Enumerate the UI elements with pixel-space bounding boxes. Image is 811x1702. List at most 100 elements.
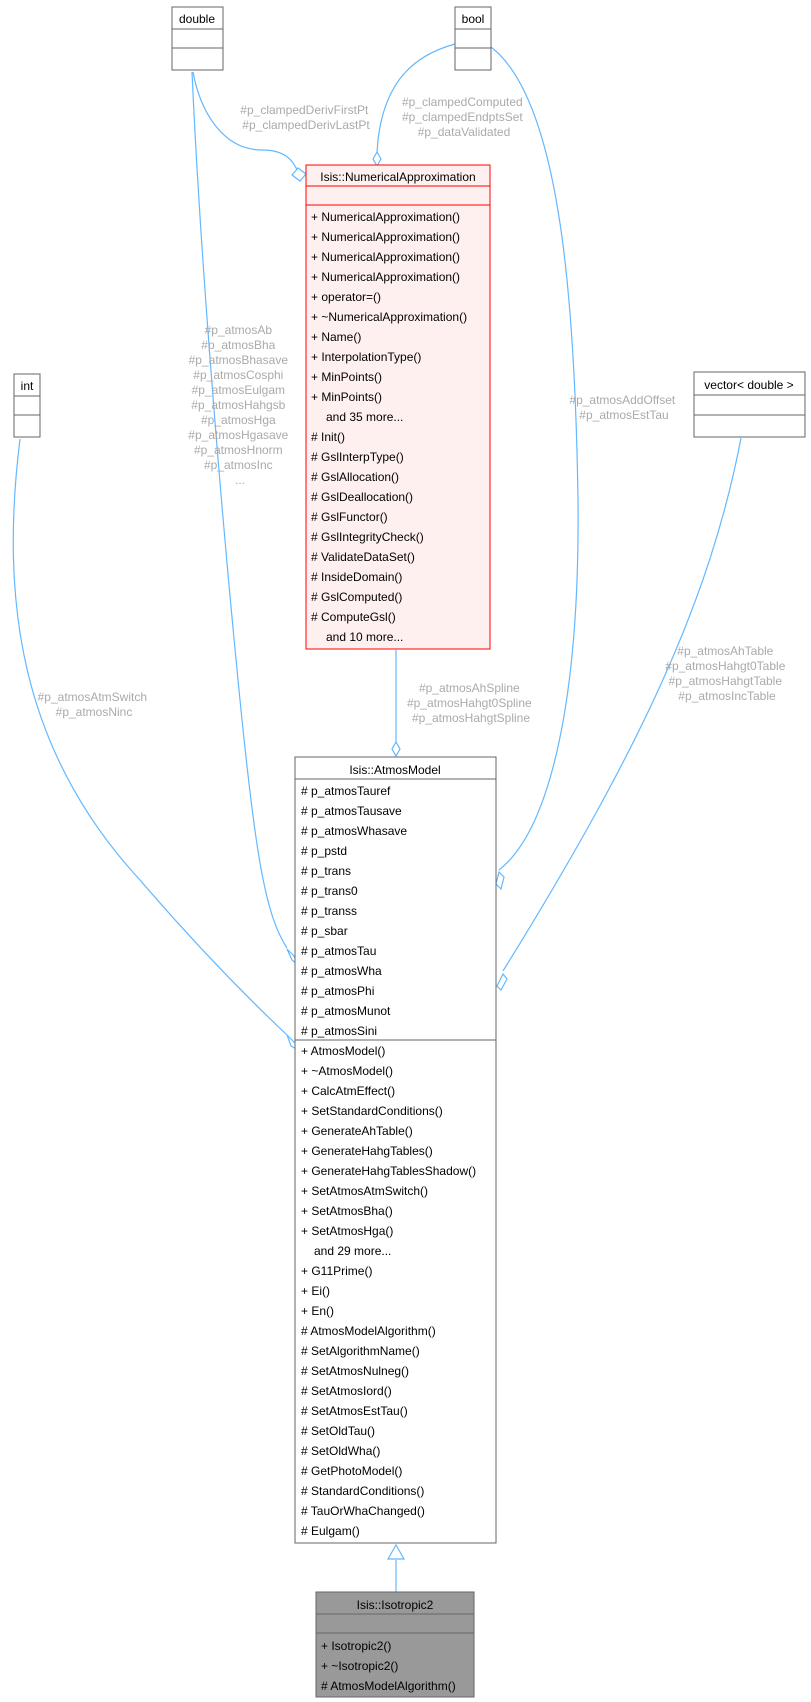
label-line: #p_atmosIncTable — [678, 689, 776, 703]
method: # SetAtmosEstTau() — [301, 1404, 408, 1418]
label-line: #p_atmosInc — [204, 458, 273, 472]
member: + ~NumericalApproximation() — [311, 310, 467, 324]
member: # ComputeGsl() — [311, 610, 396, 624]
label-numapprox-atmos: #p_atmosAhSpline #p_atmosHahgt0Spline #p… — [407, 681, 535, 725]
method: # Eulgam() — [301, 1524, 360, 1538]
diamond-numapprox-top — [372, 150, 382, 168]
method: # GetPhotoModel() — [301, 1464, 402, 1478]
attribute: # p_trans — [301, 864, 351, 878]
method: # SetAtmosIord() — [301, 1384, 392, 1398]
label-line: #p_atmosAhSpline — [419, 681, 520, 695]
class-box-numerical-approximation[interactable]: Isis::NumericalApproximation + Numerical… — [305, 164, 491, 650]
method: + Ei() — [301, 1284, 330, 1298]
class-title: Isis::NumericalApproximation — [320, 170, 475, 184]
label-line: #p_atmosAb — [205, 323, 273, 337]
attribute: # p_atmosPhi — [301, 984, 374, 998]
class-box-vector-double[interactable]: vector< double > — [693, 371, 806, 438]
label-line: #p_atmosBha — [201, 338, 275, 352]
method: + GenerateAhTable() — [301, 1124, 413, 1138]
method: + G11Prime() — [301, 1264, 372, 1278]
method: # SetAlgorithmName() — [301, 1344, 420, 1358]
edge-int-atmos — [12, 438, 288, 1036]
label-line: #p_atmosHnorm — [194, 443, 283, 457]
member: # GslInterpType() — [311, 450, 404, 464]
method: + AtmosModel() — [301, 1044, 385, 1058]
class-box-atmos-model[interactable]: Isis::AtmosModel # p_atmosTauref # p_atm… — [294, 756, 497, 1544]
member: + NumericalApproximation() — [311, 230, 460, 244]
edge-bool-numapprox — [376, 43, 456, 153]
member: and 35 more... — [326, 410, 403, 424]
member-list: + NumericalApproximation() + NumericalAp… — [311, 210, 470, 644]
class-title: int — [21, 379, 34, 393]
diamond-atmos-numapprox — [391, 740, 401, 758]
method: + GenerateHahgTablesShadow() — [301, 1164, 476, 1178]
method: # StandardConditions() — [301, 1484, 424, 1498]
class-title: vector< double > — [704, 378, 793, 392]
class-box-isotropic2[interactable]: Isis::Isotropic2 + Isotropic2() + ~Isotr… — [315, 1591, 475, 1698]
label-line: #p_atmosBhasave — [189, 353, 289, 367]
label-line: #p_atmosHahgsb — [191, 398, 285, 412]
label-double-atmos: #p_atmosAb #p_atmosBha #p_atmosBhasave #… — [188, 323, 291, 487]
attribute: # p_atmosSini — [301, 1024, 377, 1038]
method-list: + AtmosModel() + ~AtmosModel() + CalcAtm… — [301, 1044, 479, 1538]
label-line: #p_clampedDerivFirstPt — [240, 103, 369, 117]
member: + operator=() — [311, 290, 381, 304]
attribute: # p_transs — [301, 904, 357, 918]
method: and 29 more... — [314, 1244, 391, 1258]
class-title: Isis::Isotropic2 — [357, 1598, 434, 1612]
label-line: #p_atmosEstTau — [579, 408, 668, 422]
member: # GslAllocation() — [311, 470, 399, 484]
label-line: #p_atmosAddOffset — [569, 393, 676, 407]
attribute: # p_atmosTau — [301, 944, 376, 958]
member: + MinPoints() — [311, 390, 382, 404]
class-box-double[interactable]: double — [171, 6, 224, 71]
label-line: #p_atmosHgasave — [188, 428, 288, 442]
class-box-bool[interactable]: bool — [454, 6, 492, 71]
member: + NumericalApproximation() — [311, 270, 460, 284]
label-line: #p_clampedComputed — [402, 95, 523, 109]
member: + InterpolationType() — [311, 350, 421, 364]
label-bool-atmos: #p_atmosAddOffset #p_atmosEstTau — [569, 393, 678, 422]
method: + SetAtmosHga() — [301, 1224, 393, 1238]
method: # SetAtmosNulneg() — [301, 1364, 409, 1378]
method: + ~AtmosModel() — [301, 1064, 393, 1078]
label-line: #p_atmosHahgt0Spline — [407, 696, 532, 710]
diamond-numapprox-left — [291, 167, 307, 182]
label-vector-atmos: #p_atmosAhTable #p_atmosHahgt0Table #p_a… — [665, 644, 788, 703]
attribute: # p_atmosMunot — [301, 1004, 391, 1018]
method: # SetOldTau() — [301, 1424, 375, 1438]
label-line: #p_atmosEulgam — [192, 383, 285, 397]
member: + Name() — [311, 330, 361, 344]
inheritance-arrowhead — [386, 1543, 406, 1560]
class-title: Isis::AtmosModel — [349, 763, 440, 777]
member: # GslIntegrityCheck() — [311, 530, 424, 544]
class-box-int[interactable]: int — [13, 373, 41, 438]
member: # GslDeallocation() — [311, 490, 413, 504]
member: + NumericalApproximation() — [311, 250, 460, 264]
method: + SetAtmosBha() — [301, 1204, 393, 1218]
member: # AtmosModelAlgorithm() — [321, 1679, 456, 1693]
label-line: #p_atmosHahgtTable — [669, 674, 783, 688]
edge-bool-atmos — [490, 46, 579, 871]
label-int-atmos: #p_atmosAtmSwitch #p_atmosNinc — [38, 690, 151, 719]
label-line: #p_atmosAtmSwitch — [38, 690, 147, 704]
member: + Isotropic2() — [321, 1639, 391, 1653]
member: # ValidateDataSet() — [311, 550, 415, 564]
class-title: bool — [462, 12, 485, 26]
label-double-numapprox: #p_clampedDerivFirstPt #p_clampedDerivLa… — [240, 103, 371, 132]
member: # InsideDomain() — [311, 570, 402, 584]
attribute-list: # p_atmosTauref # p_atmosTausave # p_atm… — [301, 784, 410, 1038]
label-line: #p_dataValidated — [418, 125, 511, 139]
method: + SetStandardConditions() — [301, 1104, 443, 1118]
attribute: # p_atmosWhasave — [301, 824, 407, 838]
member: + ~Isotropic2() — [321, 1659, 398, 1673]
method: # AtmosModelAlgorithm() — [301, 1324, 436, 1338]
label-line: #p_atmosHahgtSpline — [412, 711, 530, 725]
attribute: # p_atmosTauref — [301, 784, 391, 798]
method: + En() — [301, 1304, 334, 1318]
edge-vector-atmos — [502, 437, 742, 972]
attribute: # p_atmosWha — [301, 964, 382, 978]
attribute: # p_atmosTausave — [301, 804, 402, 818]
label-line: #p_atmosHga — [201, 413, 276, 427]
